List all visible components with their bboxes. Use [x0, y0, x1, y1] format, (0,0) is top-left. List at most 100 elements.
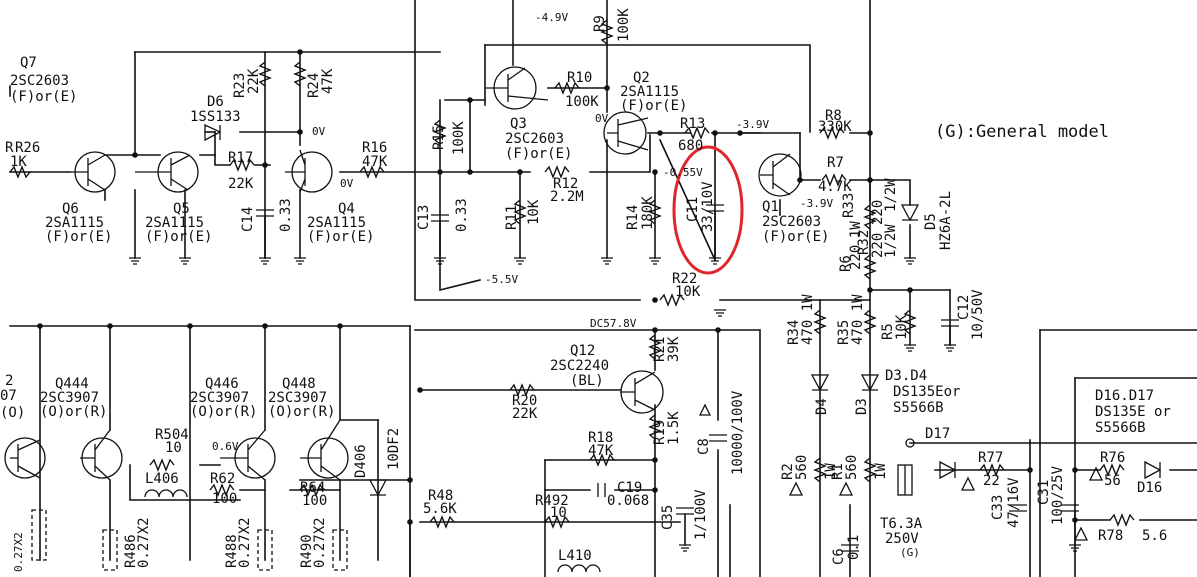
q1-part: 2SC2603 — [762, 214, 821, 230]
q448-grade: (O)or(R) — [268, 404, 335, 420]
r19-value: 1.5K — [666, 411, 682, 445]
capacitor-symbols — [256, 204, 1079, 552]
q7-ref: Q7 — [20, 55, 37, 71]
r5-ref: R5 — [880, 323, 896, 340]
r7-value: 4.7K — [818, 179, 852, 195]
d6-part: 1SS133 — [190, 109, 241, 125]
r8-value: 330K — [818, 119, 852, 135]
r34-ref: R34 — [786, 320, 802, 345]
q-left-grade: (O) — [0, 405, 25, 421]
r22-ref: R22 — [672, 271, 697, 287]
transistor-q6 — [70, 151, 116, 193]
c11-value: 33/10V — [700, 181, 716, 232]
inductor-l406-symbol — [144, 489, 188, 498]
d3d4-part2: S5566B — [893, 400, 944, 416]
inductor-l410-symbol — [557, 564, 601, 573]
d5-part: HZ6A-2L — [938, 191, 954, 250]
voltage-q4-emitter: 0V — [340, 177, 354, 190]
q4-part: 2SA1115 — [307, 215, 366, 231]
c33-ref: C33 — [990, 495, 1006, 520]
q448-part: 2SC3907 — [268, 390, 327, 406]
d17-ref: D17 — [925, 426, 950, 442]
r-left-partial: 0.27X2 — [12, 532, 25, 572]
highlight-circle — [672, 145, 744, 275]
d5-ref: D5 — [923, 213, 939, 230]
r9-ref: R9 — [592, 15, 608, 32]
r35-value: 470 1W — [850, 294, 866, 345]
q2-grade: (F)or(E) — [620, 98, 687, 114]
r11-ref: R11 — [504, 205, 520, 230]
q12-ref: Q12 — [570, 343, 595, 359]
r15-ref: R15 — [431, 125, 447, 150]
r5-value: 10K — [894, 314, 910, 340]
r492-value: 10 — [550, 505, 567, 521]
q-left-num2: 07 — [0, 388, 17, 404]
c6-value: 0.1 — [846, 535, 862, 560]
q1-grade: (F)or(E) — [762, 229, 829, 245]
transistor-q4 — [285, 149, 333, 193]
r486-value: 0.27X2 — [136, 517, 152, 568]
c11-ref: C11 — [685, 197, 701, 222]
r12-value: 2.2M — [550, 189, 584, 205]
r2-value: 560 — [794, 455, 810, 480]
r33-ref: R33 — [841, 193, 857, 218]
r33-rating: 1/2W — [883, 178, 899, 212]
r33-value: 220 — [870, 200, 886, 225]
r23-ref: R23 — [232, 73, 248, 98]
q1-ref: Q1 — [762, 199, 779, 215]
resistor-symbols — [9, 19, 1135, 529]
q444-ref: Q444 — [55, 376, 89, 392]
d16d17-part: DS135E or — [1095, 404, 1171, 420]
r6-value: 220 — [848, 245, 864, 270]
voltage-q446: 0.6V — [212, 440, 239, 453]
l406-ref: L406 — [145, 471, 179, 487]
q3-ref: Q3 — [510, 116, 527, 132]
d406-ref: D406 — [353, 444, 369, 478]
q5-part: 2SA1115 — [145, 215, 204, 231]
r26-ref: R — [5, 140, 14, 156]
r76-ref: R76 — [1100, 450, 1125, 466]
r26-value: 1K — [10, 154, 27, 170]
r23-value: 22K — [246, 68, 262, 94]
voltage-q3-emitter: -4.9V — [535, 11, 568, 24]
r490-ref: R490 — [299, 534, 315, 568]
r14-value: 180K — [640, 196, 656, 230]
r48-ref: R48 — [428, 488, 453, 504]
r78-ref: R78 — [1098, 528, 1123, 544]
r7-ref: R7 — [827, 155, 844, 171]
r22-value: 10K — [675, 284, 701, 300]
r24-ref: R24 — [306, 73, 322, 98]
d16-ref: D16 — [1137, 480, 1162, 496]
q4-ref: Q4 — [338, 201, 355, 217]
r19-ref: R19 — [652, 420, 668, 445]
r21-ref: R21 — [652, 337, 668, 362]
r10-value: 100K — [565, 94, 599, 110]
c33-value: 47/16V — [1006, 477, 1022, 528]
voltage-q1-base: -3.9V — [736, 118, 769, 131]
r12-ref: R12 — [553, 176, 578, 192]
r17-ref: R17 — [228, 150, 253, 166]
r16-ref: R16 — [362, 140, 387, 156]
ground-marks — [129, 257, 1081, 552]
q2-part: 2SA1115 — [620, 84, 679, 100]
r492-ref: R492 — [535, 493, 569, 509]
c12-value: 10/50V — [970, 289, 986, 340]
legend-general-model: (G):General model — [935, 122, 1109, 142]
d16d17-part2: S5566B — [1095, 420, 1146, 436]
r78-value: 5.6 — [1142, 528, 1167, 544]
q3-part: 2SC2603 — [505, 131, 564, 147]
r15-value: 100K — [451, 121, 467, 155]
r2-ref: R2 — [780, 463, 796, 480]
fuse-model: (G) — [900, 546, 920, 559]
r486-ref: R486 — [123, 534, 139, 568]
r21-value: 39K — [666, 336, 682, 362]
r32-value: 220 — [870, 233, 886, 258]
c14-value: 0.33 — [278, 198, 294, 232]
q2-ref: Q2 — [633, 70, 650, 86]
r488-value: 0.27X2 — [237, 517, 253, 568]
q446-part: 2SC3907 — [190, 390, 249, 406]
c8-ref: C8 — [696, 438, 712, 455]
r8-ref: R8 — [825, 108, 842, 124]
q444-part: 2SC3907 — [40, 390, 99, 406]
